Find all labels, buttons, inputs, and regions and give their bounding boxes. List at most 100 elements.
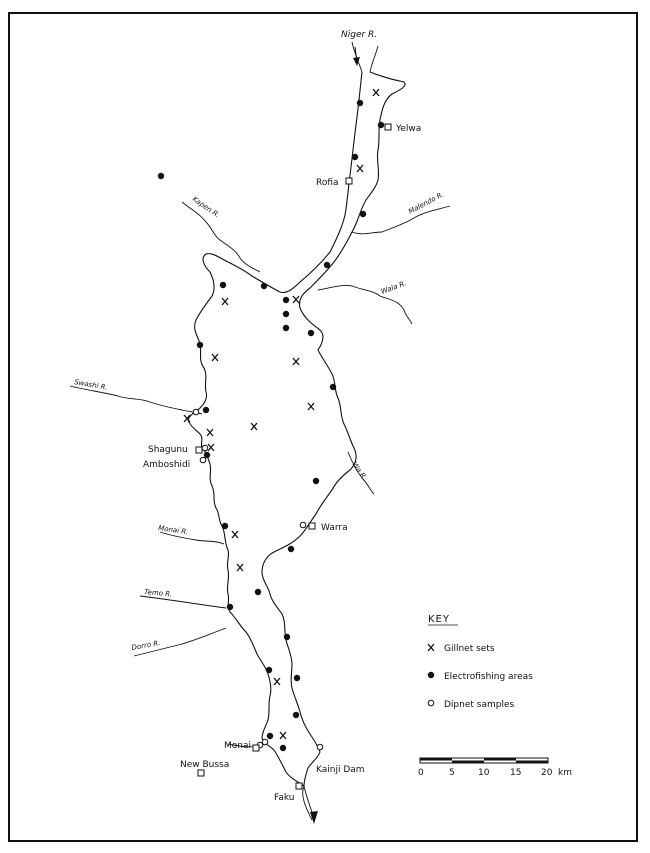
rofia-square xyxy=(345,177,353,185)
electrofishing-marker xyxy=(359,210,367,218)
temo-river-label: Temo R. xyxy=(144,588,173,598)
key-title: KEY xyxy=(428,614,450,625)
electrofishing-marker xyxy=(351,153,359,161)
swashi-river-label: Swashi R. xyxy=(74,378,109,392)
electrofishing-marker xyxy=(356,99,364,107)
electrofishing-marker xyxy=(293,674,301,682)
electrofishing-marker xyxy=(266,732,274,740)
warra-square xyxy=(308,522,316,530)
key-electrofishing-label: Electrofishing areas xyxy=(444,672,533,682)
gillnet-marker xyxy=(307,402,315,411)
electrofishing-marker xyxy=(292,711,300,719)
doro-river-line xyxy=(133,627,227,657)
scale-bar-segment xyxy=(484,758,516,761)
scale-tick-15: 15 xyxy=(510,768,521,778)
electrofishing-marker xyxy=(202,406,210,414)
wala-river-line xyxy=(317,285,413,325)
monai-square xyxy=(252,744,260,752)
niger-river-label: Niger R. xyxy=(341,30,377,40)
dipnet-marker xyxy=(316,743,324,751)
temo-river-line xyxy=(139,595,227,609)
swashi-river-line xyxy=(69,385,203,415)
shagunu-label: Shagunu xyxy=(148,445,188,455)
gillnet-marker xyxy=(231,530,239,539)
wa-river-label: Wa R. xyxy=(350,461,368,482)
electrofishing-marker xyxy=(323,261,331,269)
outflow-arrow-head xyxy=(310,811,318,824)
dipnet-marker xyxy=(192,408,200,416)
monai-river-label: Monai R. xyxy=(158,524,189,536)
yelwa-label: Yelwa xyxy=(395,124,421,134)
gillnet-marker xyxy=(372,88,380,97)
electrofishing-marker xyxy=(157,172,165,180)
electrofishing-marker xyxy=(254,588,262,596)
dipnet-marker xyxy=(201,444,209,452)
dipnet-marker xyxy=(199,456,207,464)
electrofishing-marker xyxy=(282,324,290,332)
faku-label: Faku xyxy=(274,793,295,803)
gillnet-marker xyxy=(236,563,244,572)
rofia-label: Rofia xyxy=(316,178,339,188)
key-electrofishing-symbol xyxy=(427,671,435,679)
monai-river-line xyxy=(159,531,225,545)
scale-bar-segment xyxy=(420,758,452,761)
electrofishing-marker xyxy=(282,310,290,318)
electrofishing-marker xyxy=(203,451,211,459)
monai-label: Monai xyxy=(224,741,251,751)
dipnet-marker xyxy=(261,738,269,746)
electrofishing-marker xyxy=(287,545,295,553)
faku-square xyxy=(295,782,303,790)
scale-tick-0: 0 xyxy=(418,768,424,778)
wa-river-line xyxy=(347,451,375,495)
amboshidi-label: Amboshidi xyxy=(143,460,190,470)
scale-tick-20: 20 xyxy=(541,768,553,778)
gillnet-marker xyxy=(221,297,229,306)
gillnet-marker xyxy=(279,731,287,740)
east-shoreline xyxy=(261,71,406,787)
electrofishing-markers xyxy=(157,99,385,752)
key-gillnet-symbol xyxy=(427,643,435,652)
electrofishing-marker xyxy=(226,603,234,611)
kapen-river-line xyxy=(181,201,261,273)
key-gillnet-label: Gillnet sets xyxy=(444,644,495,654)
gillnet-marker xyxy=(207,443,215,452)
electrofishing-marker xyxy=(329,383,337,391)
scale-bar-segment xyxy=(516,760,548,763)
gillnet-marker xyxy=(250,422,258,431)
key-dipnet-symbol xyxy=(427,699,435,707)
electrofishing-marker xyxy=(377,121,385,129)
electrofishing-marker xyxy=(219,281,227,289)
gillnet-marker xyxy=(206,428,214,437)
west-shoreline xyxy=(187,71,363,787)
electrofishing-marker xyxy=(312,477,320,485)
electrofishing-marker xyxy=(221,522,229,530)
electrofishing-marker xyxy=(260,282,268,290)
gillnet-marker xyxy=(273,677,281,686)
gillnet-markers xyxy=(183,88,380,740)
scale-unit: km xyxy=(558,768,572,778)
yelwa-square xyxy=(384,123,392,131)
electrofishing-marker xyxy=(283,633,291,641)
electrofishing-marker xyxy=(196,341,204,349)
malendo-river-line xyxy=(351,205,451,235)
dipnet-markers xyxy=(192,408,324,751)
gillnet-marker xyxy=(292,357,300,366)
key-dipnet-label: Dipnet samples xyxy=(444,700,514,710)
electrofishing-marker xyxy=(265,666,273,674)
gillnet-marker xyxy=(356,164,364,173)
electrofishing-marker xyxy=(279,744,287,752)
niger-arrow-head xyxy=(353,57,360,66)
kainji-dam-label: Kainji Dam xyxy=(316,765,365,775)
map-frame xyxy=(8,12,638,842)
scale-tick-10: 10 xyxy=(478,768,490,778)
malendo-river-label: Malendo R. xyxy=(407,190,445,215)
wala-river-label: Wala R. xyxy=(380,279,408,296)
scale-bar-segment xyxy=(452,760,484,763)
gillnet-marker xyxy=(292,295,300,304)
dipnet-marker xyxy=(299,521,307,529)
new-bussa-square xyxy=(197,769,205,777)
scale-tick-5: 5 xyxy=(449,768,455,778)
scale-bar: 0 5 10 15 20 km xyxy=(418,757,572,778)
warra-label: Warra xyxy=(321,523,348,533)
